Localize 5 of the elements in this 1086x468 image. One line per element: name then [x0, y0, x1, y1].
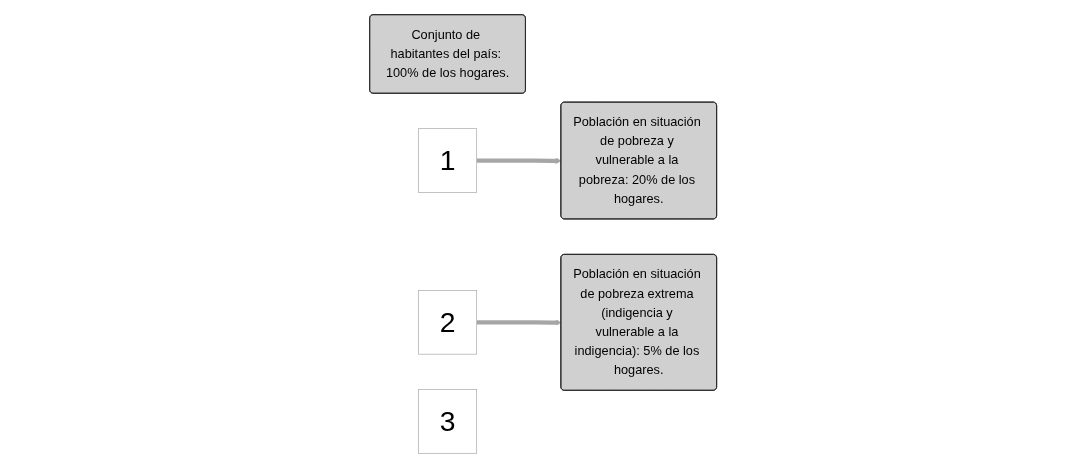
arrow [476, 157, 562, 164]
node-box: 2 [417, 290, 477, 355]
node-box: 1 [417, 128, 477, 193]
arrow [476, 319, 562, 326]
node-box: 3 [417, 389, 477, 454]
